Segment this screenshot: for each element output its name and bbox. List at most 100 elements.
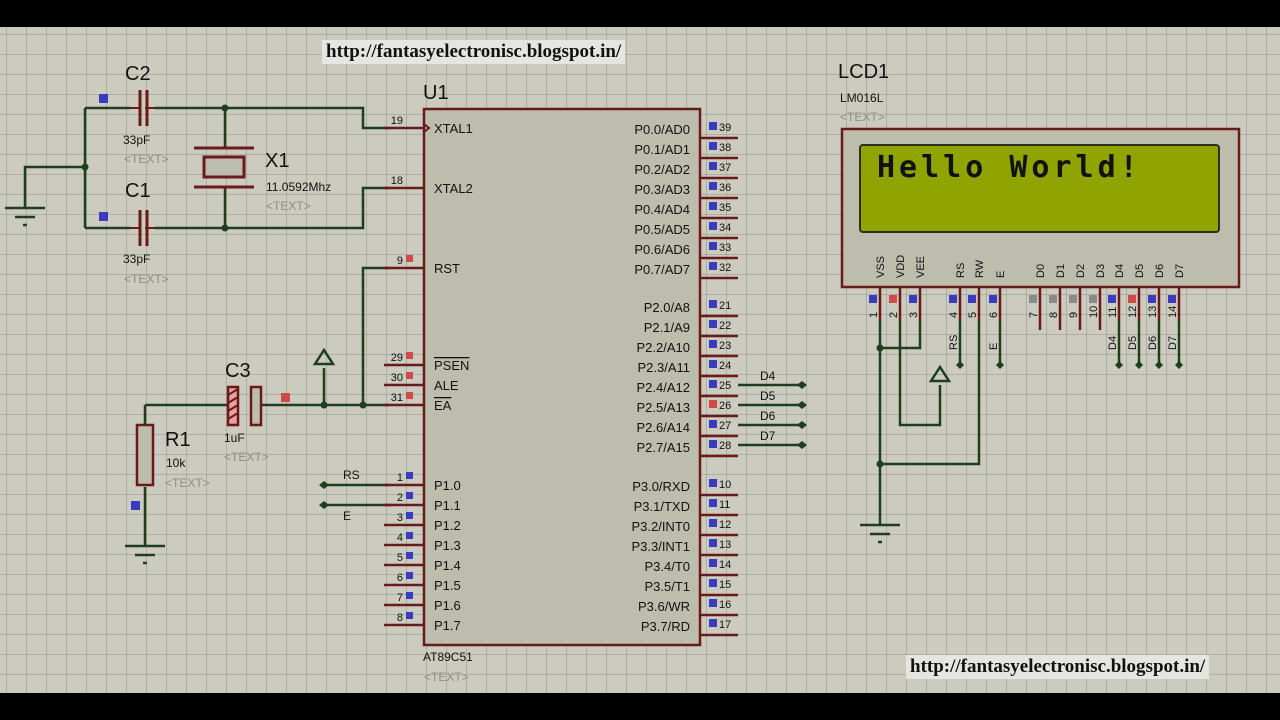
- pin-name: P1.7: [434, 618, 461, 633]
- lcd-net-label: E: [988, 343, 1000, 350]
- chip-body[interactable]: [422, 107, 702, 647]
- lcd-pin[interactable]: 5RW: [967, 259, 986, 320]
- pin-name: D3: [1095, 264, 1107, 278]
- pin-state-indicator: [1128, 295, 1136, 303]
- pin-name: D6: [1154, 264, 1166, 278]
- pin-state-indicator: [709, 262, 717, 270]
- net-label-d6: D6: [760, 409, 776, 423]
- crystal-x1[interactable]: X1 11.0592Mhz <TEXT>: [194, 146, 331, 213]
- component-text: <TEXT>: [266, 199, 311, 213]
- capacitor-c3[interactable]: C3 1uF <TEXT>: [224, 360, 290, 464]
- pin-number: 36: [719, 182, 731, 194]
- pin-state-indicator: [709, 380, 717, 388]
- component-ref: C3: [225, 360, 251, 382]
- pin-number: 13: [719, 539, 731, 551]
- component-ref: C2: [125, 63, 151, 85]
- lcd-net-label: D5: [1127, 336, 1139, 350]
- resistor-r1[interactable]: R1 10k <TEXT>: [131, 423, 210, 510]
- wire: [155, 186, 390, 230]
- component-value: 33pF: [123, 252, 150, 266]
- pin-state-indicator: [406, 512, 413, 519]
- capacitor-c1[interactable]: C1 33pF <TEXT>: [99, 180, 169, 286]
- pin-state-indicator: [406, 392, 413, 399]
- lcd-net-label: RS: [948, 335, 960, 350]
- lcd-pin[interactable]: 3 VEE: [908, 256, 927, 320]
- lcd-pin[interactable]: 9D2: [1068, 264, 1087, 330]
- component-text: <TEXT>: [124, 152, 169, 166]
- pin-state-indicator: [709, 122, 717, 130]
- pin-name: P3.0/RXD: [632, 479, 690, 494]
- lcd-lcd1[interactable]: LCD1 LM016L <TEXT> Hello World! 1VSS2VDD…: [838, 61, 1241, 350]
- lcd-pin[interactable]: 8D1: [1048, 264, 1067, 330]
- pin-state-indicator: [406, 552, 413, 559]
- pin-number: 3: [908, 312, 920, 318]
- component-ref: U1: [423, 82, 449, 104]
- pin-number: 23: [719, 340, 731, 352]
- pin-number: 1: [868, 312, 880, 318]
- pin-name: P2.1/A9: [644, 320, 690, 335]
- pin-name: P0.7/AD7: [634, 262, 690, 277]
- pin-number: 25: [719, 380, 731, 392]
- lcd-pin[interactable]: 6EE: [988, 271, 1007, 350]
- pin-name: PSEN: [434, 358, 469, 373]
- pin-state-indicator: [968, 295, 976, 303]
- pin-name: P1.2: [434, 518, 461, 533]
- pin-state-indicator: [709, 360, 717, 368]
- lcd-pin[interactable]: 7D0: [1028, 264, 1047, 330]
- capacitor-c2[interactable]: C2 33pF <TEXT>: [99, 63, 169, 166]
- pin-name: VEE: [915, 256, 927, 278]
- component-value: 33pF: [123, 133, 150, 147]
- lcd-net-label: D6: [1147, 336, 1159, 350]
- pin-state-indicator: [889, 295, 897, 303]
- net-terminal: [797, 381, 807, 449]
- pin-number: 39: [719, 122, 731, 134]
